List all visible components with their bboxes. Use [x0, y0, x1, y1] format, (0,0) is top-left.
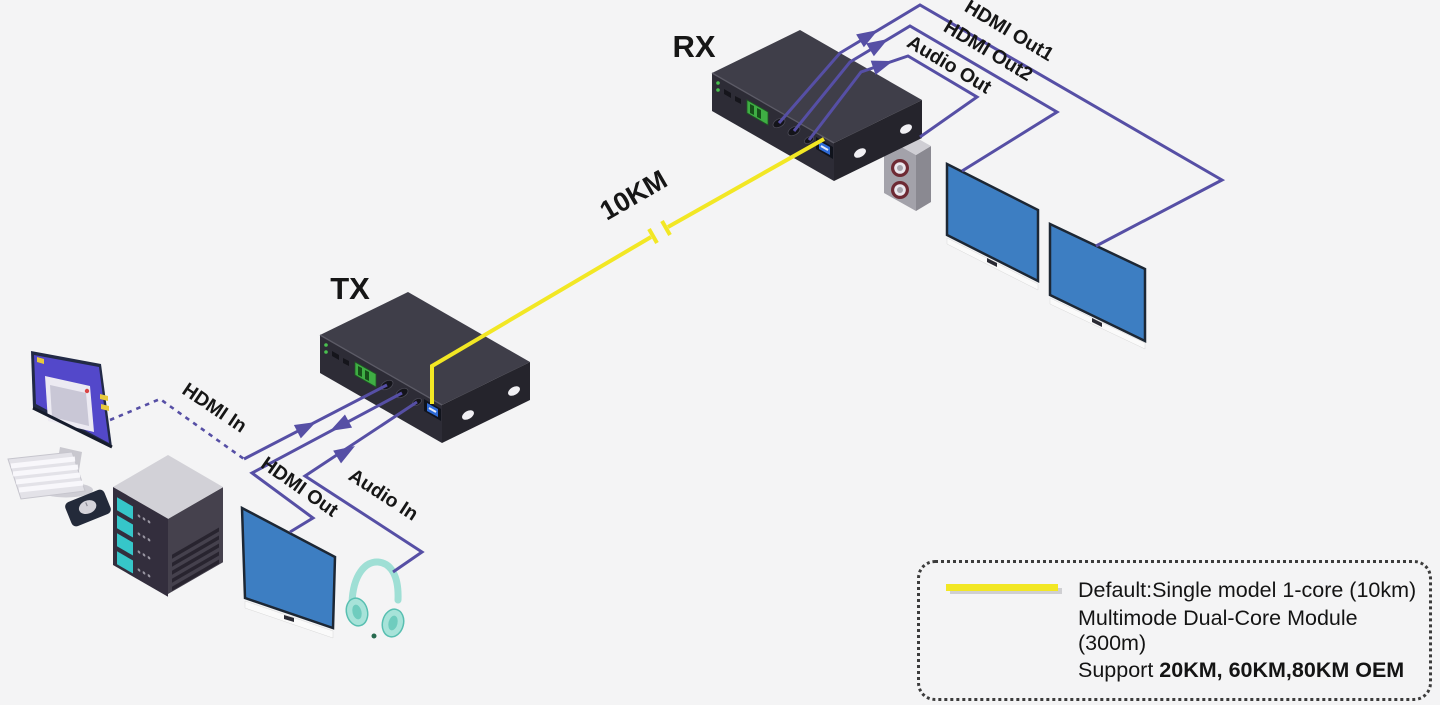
fiber-link: [430, 137, 825, 404]
fiber-port-slot: [428, 407, 437, 413]
mouse-icon: [65, 489, 111, 527]
device-side: [442, 362, 530, 443]
audio-in-line: [302, 400, 425, 574]
small-port: [332, 351, 339, 360]
swatch-line: [946, 584, 1058, 592]
tx-label: TX: [330, 271, 370, 306]
screen-accent: [100, 394, 108, 401]
signal-arrows: [293, 30, 893, 464]
hdmi-out-line: [249, 391, 403, 534]
arrow-into-tx-icon: [333, 446, 355, 464]
arrow-out-of-rx-icon: [856, 30, 878, 48]
speaker-icon: [884, 128, 931, 211]
fiber-break-tick: [660, 220, 672, 236]
rx-label: RX: [672, 29, 715, 64]
legend-row-multimode: Multimode Dual-Core Module (300m): [920, 606, 1429, 655]
display-notch: [987, 258, 997, 267]
server-left-face: [113, 486, 168, 597]
server-drive-bays: [117, 497, 133, 574]
yellow-line-icon: [946, 584, 1062, 595]
display-screen: [1048, 222, 1147, 343]
fiber-segment-rx: [667, 137, 825, 229]
phoenix-slot: [365, 370, 369, 381]
fiber-line-swatch: [920, 583, 1078, 597]
legend-row-default: Default:Single model 1-core (10km): [920, 571, 1429, 609]
screw-hole: [508, 386, 520, 396]
speaker-side: [916, 146, 931, 211]
hdmi-in-line: [243, 383, 388, 461]
window-close-dot: [84, 388, 90, 394]
tx-device: [319, 292, 530, 443]
phoenix-slot: [358, 366, 362, 377]
display-screen: [945, 161, 1040, 284]
screen-accent: [37, 357, 44, 364]
headphones-icon: [345, 558, 405, 639]
status-led: [324, 343, 328, 347]
arrow-into-tx-icon: [293, 422, 316, 439]
fiber-segment-tx: [430, 235, 653, 404]
legend-line2-text: Multimode Dual-Core Module (300m): [1078, 605, 1358, 655]
arrow-out-of-tx-icon: [330, 414, 353, 431]
computer-icon: [7, 351, 113, 527]
display-notch: [1092, 318, 1102, 327]
mic-dot: [371, 633, 377, 639]
device-edge-highlight: [319, 334, 443, 406]
status-led: [324, 350, 328, 354]
remote-display-1-icon: [945, 161, 1040, 291]
ear-cup-left: [345, 597, 369, 627]
legend-line3-prefix: Support: [1078, 658, 1160, 683]
audio-out-line: [807, 54, 980, 141]
legend-box: Default:Single model 1-core (10km) Multi…: [917, 560, 1432, 701]
fiber-break-tick: [647, 228, 659, 244]
hdmi-out1-line: [777, 3, 1226, 248]
legend-line1-text: Default:Single model 1-core (10km): [1078, 577, 1417, 602]
arrow-out-of-rx-icon: [870, 60, 893, 75]
screw-hole: [462, 410, 474, 420]
legend-row-support: Support 20KM, 60KM,80KM OEM: [920, 652, 1429, 690]
keyboard-keys: [10, 456, 84, 493]
ear-cup-right: [381, 608, 405, 638]
computer-window-content: [50, 385, 89, 426]
device-top: [320, 292, 530, 405]
legend-line3-text: Support 20KM, 60KM,80KM OEM: [1078, 658, 1404, 683]
screen-accent: [101, 404, 109, 411]
speaker-drivers: [891, 159, 909, 199]
legend-line3-bold: 20KM, 60KM,80KM OEM: [1159, 658, 1405, 683]
monitor-bottom-edge: [32, 406, 113, 449]
remote-display-2-icon: [1048, 222, 1147, 350]
signal-lines: [109, 3, 1226, 574]
server-right-face: [168, 487, 223, 594]
headband: [348, 558, 402, 607]
hdmi-out2-line: [792, 24, 1060, 173]
server-icon: [113, 455, 223, 597]
display-screen: [240, 505, 337, 630]
server-vents: [172, 527, 219, 591]
display-notch: [284, 615, 294, 622]
small-port: [343, 358, 349, 366]
local-display-icon: [240, 505, 337, 639]
arrow-out-of-rx-icon: [866, 39, 888, 57]
